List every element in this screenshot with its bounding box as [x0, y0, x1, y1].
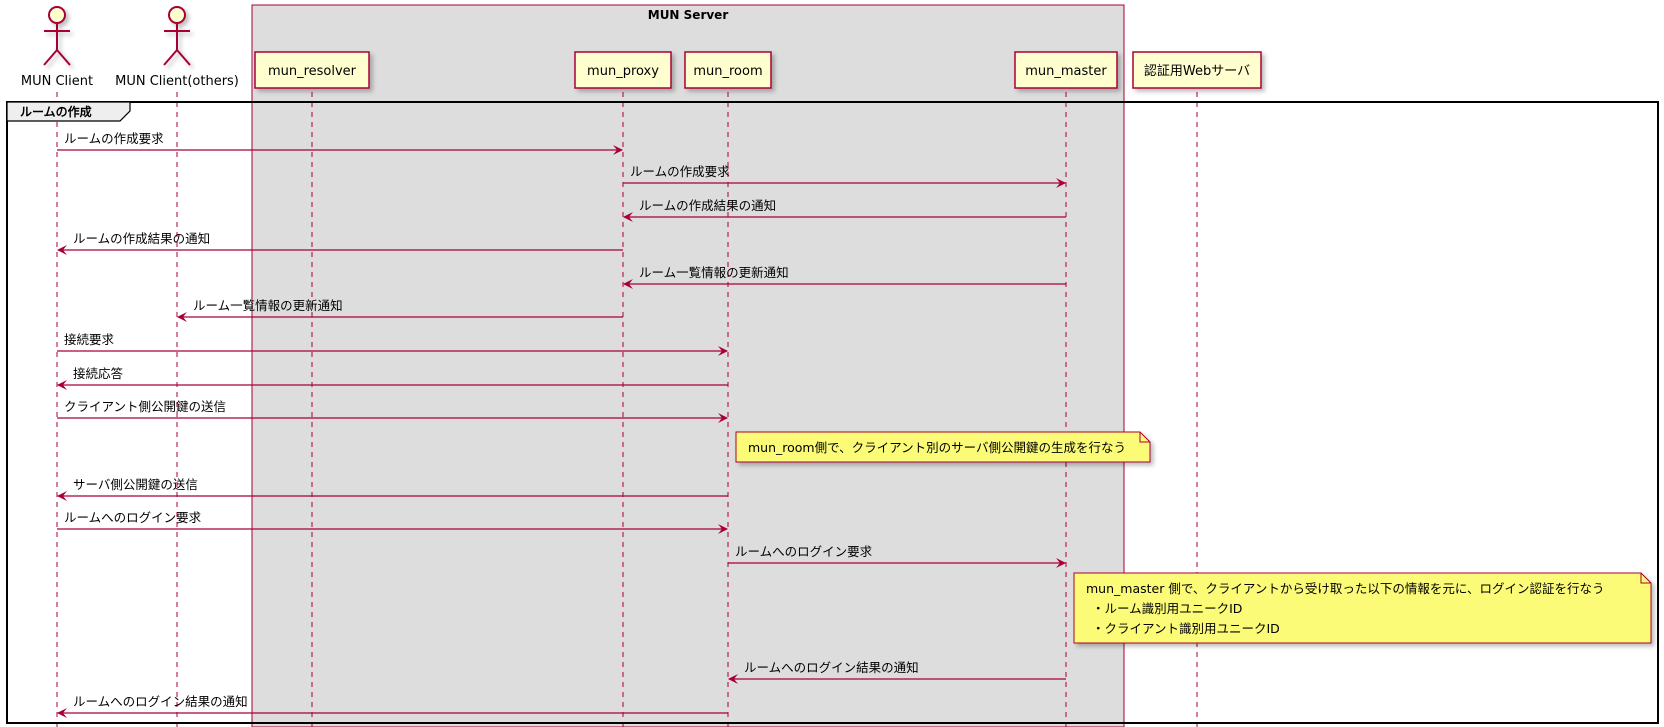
note-box — [1073, 572, 1652, 644]
participant-proxy: mun_proxy — [574, 51, 672, 89]
participant-master: mun_master — [1014, 51, 1118, 89]
message-label: ルーム一覧情報の更新通知 — [639, 265, 789, 280]
message-10: サーバ側公開鍵の送信 — [57, 477, 728, 501]
message-7: 接続要求 — [57, 332, 728, 356]
participant-resolver: mun_resolver — [254, 51, 370, 89]
messages: ルームの作成要求ルームの作成要求ルームの作成結果の通知ルームの作成結果の通知ルー… — [57, 131, 1066, 718]
message-3: ルームの作成結果の通知 — [623, 198, 1066, 222]
notes: mun_room側で、クライアント別のサーバ側公開鍵の生成を行なう mun_mas… — [735, 431, 1652, 644]
note-text-line: mun_room側で、クライアント別のサーバ側公開鍵の生成を行なう — [748, 440, 1126, 455]
participant-box — [254, 51, 370, 89]
note-fold-icon — [1139, 432, 1150, 443]
participants: mun_resolver mun_proxy mun_room mun_master 認… — [254, 51, 1262, 89]
message-8: 接続応答 — [57, 366, 728, 390]
note-2: mun_master 側で、クライアントから受け取った以下の情報を元に、ログイン… — [1073, 572, 1652, 644]
message-label: クライアント側公開鍵の送信 — [64, 399, 226, 414]
message-label: ルームへのログイン結果の通知 — [744, 660, 919, 675]
actor-figure-icon — [163, 6, 191, 66]
actor-client: MUN Client — [21, 6, 93, 89]
note-fold-icon — [1640, 573, 1651, 584]
note-1: mun_room側で、クライアント別のサーバ側公開鍵の生成を行なう — [735, 431, 1151, 463]
actor-others: MUN Client(others) — [115, 6, 239, 89]
note-text-line: mun_master 側で、クライアントから受け取った以下の情報を元に、ログイン… — [1086, 581, 1604, 596]
message-label: ルームの作成要求 — [630, 164, 730, 179]
participant-label: 認証用Webサーバ — [1144, 63, 1250, 79]
message-label: ルームの作成結果の通知 — [639, 198, 776, 213]
message-11: ルームへのログイン要求 — [57, 510, 728, 534]
message-13: ルームへのログイン結果の通知 — [728, 660, 1066, 684]
participant-room: mun_room — [684, 51, 772, 89]
participant-auth: 認証用Webサーバ — [1132, 51, 1262, 89]
message-label: ルームの作成結果の通知 — [73, 231, 210, 246]
group-border — [6, 101, 1659, 724]
message-6: ルーム一覧情報の更新通知 — [177, 298, 623, 322]
server-box — [251, 4, 1125, 727]
message-2: ルームの作成要求 — [623, 164, 1066, 188]
message-label: ルームへのログイン結果の通知 — [73, 694, 248, 709]
message-label: 接続応答 — [73, 366, 124, 381]
participant-label: mun_master — [1025, 64, 1107, 79]
actor-figure-icon — [43, 6, 71, 66]
participant-label: mun_room — [693, 64, 762, 79]
message-4: ルームの作成結果の通知 — [57, 231, 623, 255]
participant-label: mun_proxy — [587, 64, 659, 79]
message-label: ルームへのログイン要求 — [735, 544, 873, 559]
group-label: ルームの作成 — [20, 104, 92, 119]
participant-box — [1132, 51, 1262, 89]
participant-box — [684, 51, 772, 89]
message-5: ルーム一覧情報の更新通知 — [623, 265, 1066, 289]
participant-label: mun_resolver — [268, 64, 357, 79]
group-frame: ルームの作成 — [6, 101, 1659, 724]
actor-label: MUN Client — [21, 74, 93, 89]
message-1: ルームの作成要求 — [57, 131, 623, 155]
note-box — [735, 431, 1151, 463]
message-label: サーバ側公開鍵の送信 — [73, 477, 198, 492]
note-text-line: ・ルーム識別用ユニークID — [1092, 601, 1242, 616]
group-label-tab — [6, 101, 131, 122]
server-box-title: MUN Server — [648, 8, 729, 22]
message-label: 接続要求 — [64, 332, 115, 347]
participant-box — [1014, 51, 1118, 89]
message-label: ルームの作成要求 — [64, 131, 164, 146]
message-label: ルーム一覧情報の更新通知 — [193, 298, 343, 313]
message-label: ルームへのログイン要求 — [64, 510, 202, 525]
message-12: ルームへのログイン要求 — [728, 544, 1066, 568]
note-text-line: ・クライアント識別用ユニークID — [1092, 621, 1280, 636]
message-9: クライアント側公開鍵の送信 — [57, 399, 728, 423]
message-14: ルームへのログイン結果の通知 — [57, 694, 728, 718]
actor-label: MUN Client(others) — [115, 74, 239, 89]
actors: MUN Client MUN Client(others) — [21, 6, 239, 89]
participant-box — [574, 51, 672, 89]
